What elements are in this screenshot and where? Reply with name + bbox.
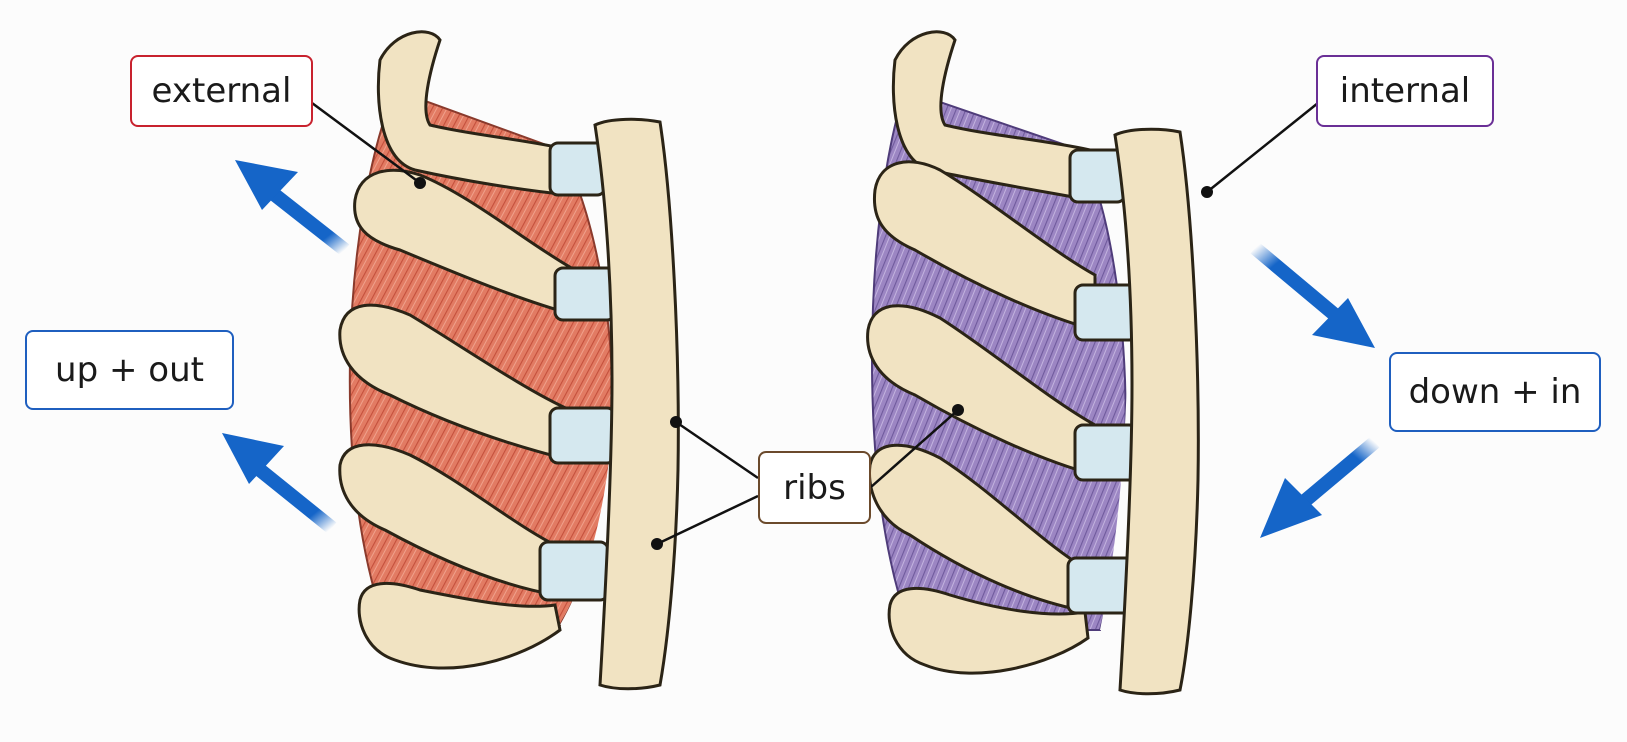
costal-cartilage (548, 141, 607, 197)
right-rib-cage (866, 30, 1200, 696)
costal-cartilage (548, 406, 617, 465)
up-out-arrow-lower (222, 433, 337, 534)
ribs-leader-2 (656, 494, 759, 546)
ribs-label: ribs (758, 451, 871, 524)
left-gap (560, 150, 620, 625)
external-leader (311, 101, 421, 185)
right-gap (1080, 150, 1140, 630)
costal-cartilage (1073, 283, 1139, 342)
external-intercostal-label: external (130, 55, 313, 127)
ribs-leader-1 (675, 420, 759, 480)
rib (887, 586, 1090, 675)
down-in-arrow-lower (1260, 436, 1380, 538)
ribs-pointer-dot (651, 538, 663, 550)
rib (357, 581, 562, 670)
ribs-pointer-dot (952, 404, 964, 416)
up-out-arrow-upper (235, 160, 350, 256)
ribs-pointer-dot (670, 416, 682, 428)
costal-cartilage (1068, 148, 1127, 204)
internal-pointer-dot (1201, 186, 1213, 198)
internal-intercostal-label: internal (1316, 55, 1494, 127)
ribs-leader-3 (870, 409, 959, 488)
rib (376, 30, 572, 197)
up-out-label: up + out (25, 330, 234, 410)
down-in-label: down + in (1389, 352, 1601, 432)
sternum (1113, 127, 1200, 696)
internal-leader (1206, 102, 1319, 193)
external-pointer-dot (414, 177, 426, 189)
down-in-arrow-upper (1250, 242, 1375, 348)
costal-cartilage (1073, 423, 1139, 482)
leader-lines (311, 101, 1319, 546)
left-rib-cage (338, 30, 680, 691)
leader-dots (414, 177, 1213, 550)
costal-cartilage (553, 266, 617, 322)
costal-cartilage (538, 540, 610, 602)
